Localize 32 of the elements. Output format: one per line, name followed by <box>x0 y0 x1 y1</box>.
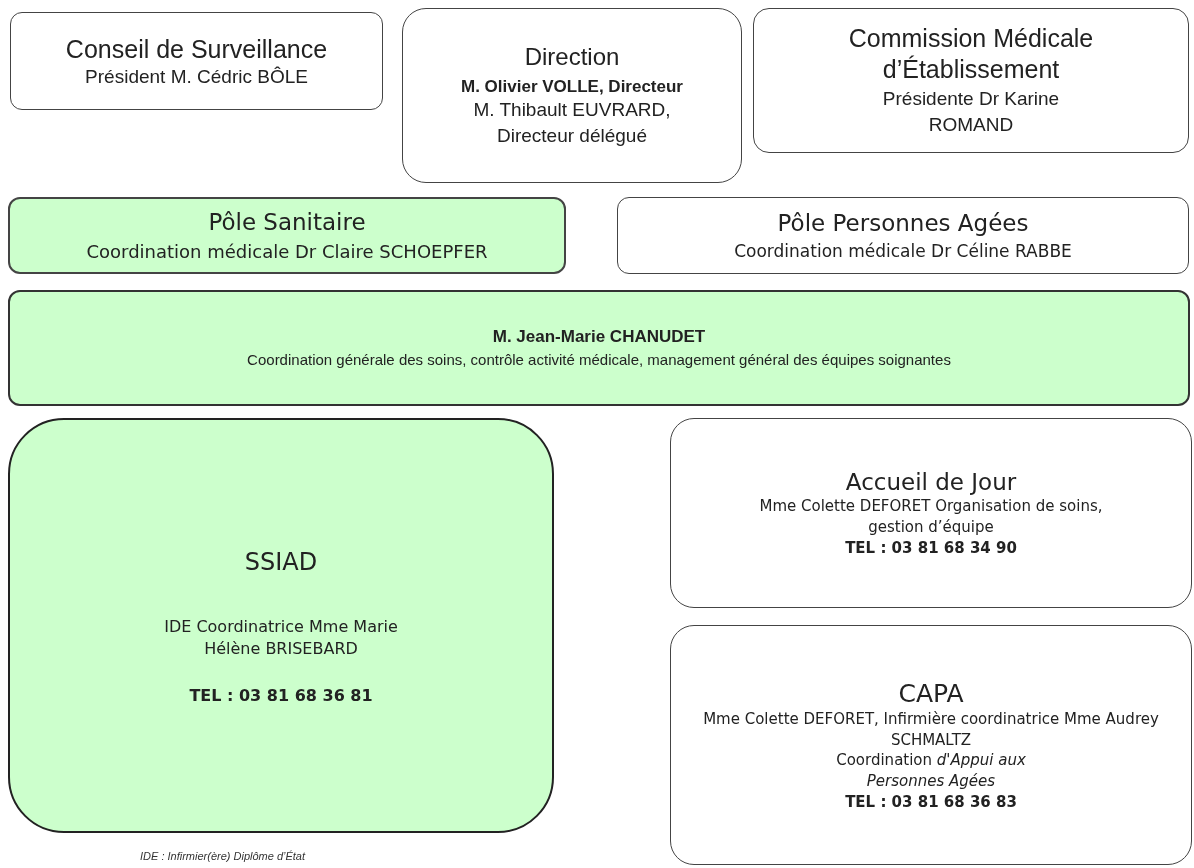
body-text: TEL : 03 81 68 36 81 <box>188 684 374 707</box>
box-title: Conseil de Surveillance <box>64 33 329 65</box>
org-box <box>617 197 1189 274</box>
body-text: Mme Colette DEFORET Organisation de soins, gestion d’équipe <box>758 496 1104 538</box>
footnote: IDE : Infirmier(ère) Diplôme d’État <box>140 849 306 864</box>
body-text: M. Thibault EUVRARD, Directeur délégué <box>472 98 672 149</box>
org-box <box>8 418 554 833</box>
body-text: M. Olivier VOLLE, Directeur <box>460 75 684 97</box>
org-box <box>8 290 1190 406</box>
body-text: Coordination générale des soins, contrôle activité médicale, management général des équipes soignantes <box>246 351 952 370</box>
body-text: Président M. Cédric BÔLE <box>84 64 309 89</box>
org-box <box>670 418 1192 608</box>
body-text: TEL : 03 81 68 34 90 <box>844 537 1018 559</box>
body-text: Coordination médicale Dr Claire SCHOEPFER <box>85 240 489 264</box>
box-title: M. Jean-Marie CHANUDET <box>491 326 707 348</box>
body-text: TEL : 03 81 68 36 83 <box>844 791 1018 813</box>
box-title: Commission Médicale d’Établissement <box>847 23 1095 86</box>
org-box <box>8 197 566 274</box>
org-box <box>10 12 383 110</box>
body-text: Présidente Dr Karine ROMAND <box>881 86 1061 137</box>
box-title: Pôle Personnes Agées <box>776 208 1030 238</box>
box-title: Accueil de Jour <box>844 467 1018 497</box>
org-box <box>753 8 1189 153</box>
body-text: Coordination d'Appui aux Personnes Agées <box>835 750 1027 792</box>
body-text: Coordination médicale Dr Céline RABBE <box>733 241 1073 263</box>
box-title: CAPA <box>897 677 965 710</box>
box-title: Direction <box>523 41 621 72</box>
body-text: IDE Coordinatrice Mme Marie Hélène BRISEBARD <box>163 615 399 660</box>
box-title: SSIAD <box>243 546 319 578</box>
org-box <box>402 8 742 183</box>
box-title: Pôle Sanitaire <box>207 207 367 237</box>
org-box <box>670 625 1192 865</box>
